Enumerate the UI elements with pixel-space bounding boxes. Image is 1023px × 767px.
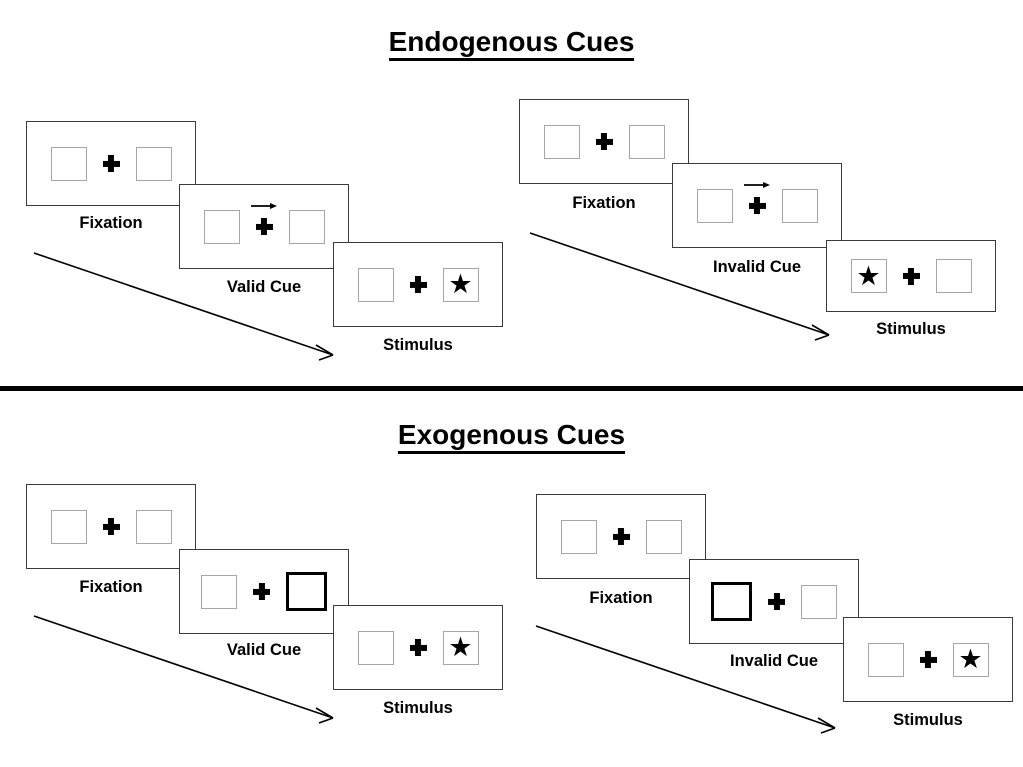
- right-box: [801, 584, 837, 619]
- right-box: [135, 146, 172, 181]
- panel-exo-valid-fixation[interactable]: [26, 484, 196, 569]
- right-box-with-star: ★: [952, 642, 989, 677]
- flow-arrow-endogenous-invalid: [529, 232, 830, 341]
- right-box-with-star: ★: [442, 630, 479, 665]
- section-title-endogenous: Endogenous Cues: [0, 26, 1023, 61]
- left-box: [696, 188, 733, 223]
- left-box: [357, 630, 394, 665]
- right-box: [135, 509, 172, 544]
- fixation-cross-icon: [903, 268, 920, 285]
- flow-arrow-exogenous-valid: [33, 615, 334, 724]
- right-box: [935, 259, 972, 293]
- caption-endo-valid-fixation: Fixation: [79, 214, 143, 232]
- panel-exo-valid-cue[interactable]: [179, 549, 349, 634]
- caption-exo-valid-fixation: Fixation: [79, 578, 143, 596]
- fixation-cross-icon: [768, 593, 785, 610]
- left-box: [50, 146, 87, 181]
- fixation-cross-icon: [410, 639, 427, 656]
- panel-exo-invalid-stimulus[interactable]: ★: [843, 617, 1013, 702]
- star-icon: ★: [448, 269, 473, 299]
- right-box: [781, 188, 818, 223]
- left-box: [867, 642, 904, 677]
- flow-arrow-endogenous-valid: [33, 252, 334, 361]
- star-icon: ★: [958, 644, 983, 674]
- right-box: [645, 519, 682, 554]
- left-box: [560, 519, 597, 554]
- panel-endo-valid-stimulus[interactable]: ★: [333, 242, 503, 327]
- left-box: [201, 574, 237, 609]
- fixation-cross-icon: [613, 528, 630, 545]
- panel-exo-invalid-fixation[interactable]: [536, 494, 706, 579]
- section-title-exogenous-text: Exogenous Cues: [397, 419, 626, 454]
- section-title-endogenous-text: Endogenous Cues: [388, 26, 635, 61]
- panel-endo-invalid-cue[interactable]: [672, 163, 842, 248]
- caption-endo-invalid-stimulus: Stimulus: [876, 320, 946, 338]
- panel-endo-invalid-fixation[interactable]: [519, 99, 689, 184]
- right-arrow-icon: [744, 182, 770, 188]
- section-title-exogenous: Exogenous Cues: [0, 419, 1023, 454]
- right-box: [628, 124, 665, 159]
- caption-exo-invalid-stimulus: Stimulus: [893, 711, 963, 729]
- fixation-cross-icon: [253, 583, 270, 600]
- left-box: [543, 124, 580, 159]
- panel-endo-invalid-stimulus[interactable]: ★: [826, 240, 996, 312]
- fixation-cross-icon: [749, 197, 766, 214]
- flow-arrow-exogenous-invalid: [535, 625, 836, 734]
- star-icon: ★: [448, 632, 473, 662]
- panel-exo-invalid-cue[interactable]: [689, 559, 859, 644]
- left-box-cued: [711, 582, 752, 621]
- panel-endo-valid-fixation[interactable]: [26, 121, 196, 206]
- left-box: [203, 209, 240, 244]
- fixation-cross-icon: [596, 133, 613, 150]
- panel-exo-valid-stimulus[interactable]: ★: [333, 605, 503, 690]
- left-box: [50, 509, 87, 544]
- right-box-with-star: ★: [442, 267, 479, 302]
- left-box: [357, 267, 394, 302]
- fixation-cross-icon: [920, 651, 937, 668]
- right-box-cued: [286, 572, 327, 611]
- caption-endo-valid-stimulus: Stimulus: [383, 336, 453, 354]
- right-arrow-icon: [251, 203, 277, 209]
- fixation-cross-icon: [256, 218, 273, 235]
- right-box: [288, 209, 325, 244]
- fixation-cross-icon: [103, 518, 120, 535]
- left-box-with-star: ★: [850, 259, 887, 293]
- section-divider: [0, 386, 1023, 391]
- caption-exo-valid-stimulus: Stimulus: [383, 699, 453, 717]
- fixation-cross-icon: [410, 276, 427, 293]
- caption-exo-invalid-fixation: Fixation: [589, 589, 653, 607]
- fixation-cross-icon: [103, 155, 120, 172]
- star-icon: ★: [856, 260, 881, 291]
- panel-endo-valid-cue[interactable]: [179, 184, 349, 269]
- caption-endo-invalid-fixation: Fixation: [572, 194, 636, 212]
- caption-endo-valid-cue: Valid Cue: [226, 278, 302, 296]
- caption-endo-invalid-cue: Invalid Cue: [712, 258, 802, 276]
- caption-exo-valid-cue: Valid Cue: [226, 641, 302, 659]
- caption-exo-invalid-cue: Invalid Cue: [729, 652, 819, 670]
